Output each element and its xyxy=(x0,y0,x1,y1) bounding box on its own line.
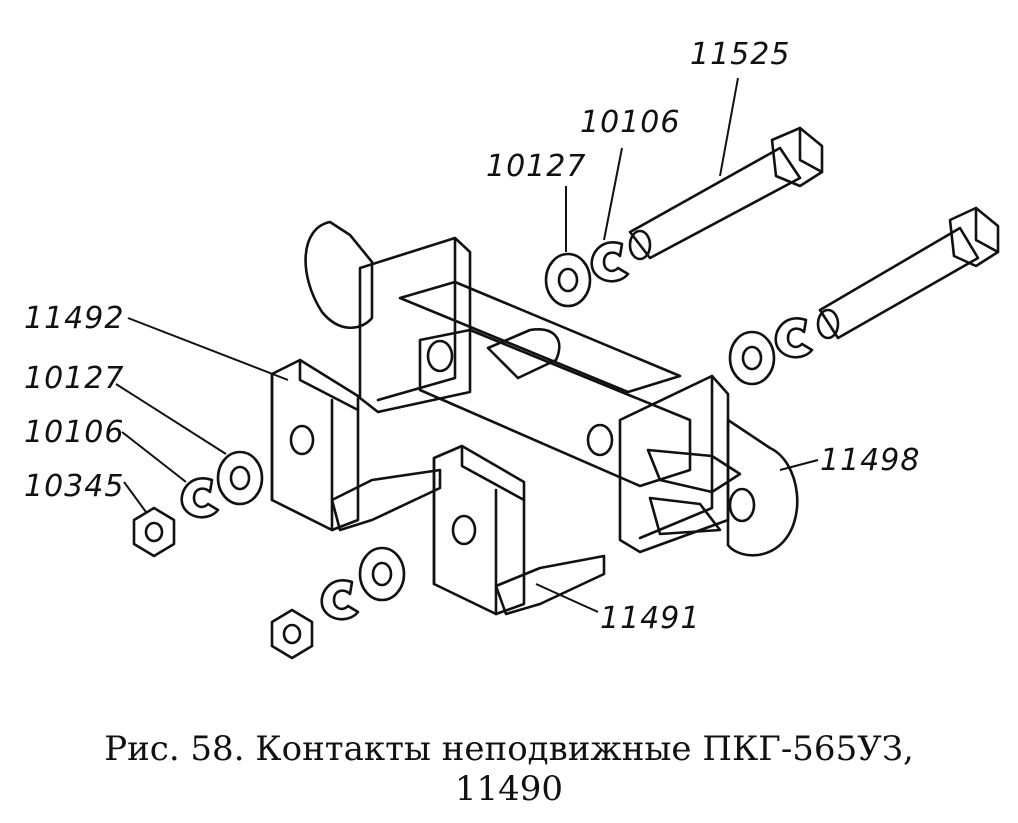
label-bolt: 11525 xyxy=(690,37,790,72)
flat-washer-lower-right xyxy=(728,330,776,386)
bolt-lower xyxy=(816,206,1000,340)
figure-caption-line1: Рис. 58. Контакты неподвижные ПКГ-565УЗ, xyxy=(104,729,914,769)
leader-bolt xyxy=(719,77,739,177)
leader-contact-right xyxy=(535,583,599,613)
label-flat-washer-top: 10127 xyxy=(486,149,586,184)
label-flat-washer-left: 10127 xyxy=(24,361,124,396)
label-spring-washer-top: 10106 xyxy=(580,105,680,140)
spring-washer-lower-right xyxy=(774,317,814,359)
label-spring-washer-left: 10106 xyxy=(24,415,124,450)
label-contact-left: 11492 xyxy=(24,301,124,336)
spring-washer-upper xyxy=(590,241,630,283)
label-body: 11498 xyxy=(820,443,920,478)
contact-base-body xyxy=(304,220,799,557)
contact-plate-left xyxy=(270,358,442,532)
leader-body xyxy=(779,459,819,471)
leader-flat-washer-left xyxy=(115,383,227,455)
flat-washer-upper xyxy=(544,252,592,308)
leader-nut-left xyxy=(123,481,147,513)
hex-nut-bottom xyxy=(270,608,314,660)
figure-caption-line2: 11490 xyxy=(454,769,564,809)
flat-washer-left xyxy=(216,450,264,506)
leader-spring-washer-left xyxy=(121,431,187,483)
label-nut-left: 10345 xyxy=(24,469,124,504)
flat-washer-bottom xyxy=(358,546,406,602)
leader-spring-washer-top xyxy=(603,147,623,241)
label-contact-right: 11491 xyxy=(600,601,700,636)
spring-washer-bottom xyxy=(320,579,360,621)
hex-nut-left xyxy=(132,506,176,558)
leader-contact-left xyxy=(127,317,289,381)
bolt-upper xyxy=(628,126,824,261)
spring-washer-left xyxy=(180,477,220,519)
contact-plate-right xyxy=(432,444,606,616)
